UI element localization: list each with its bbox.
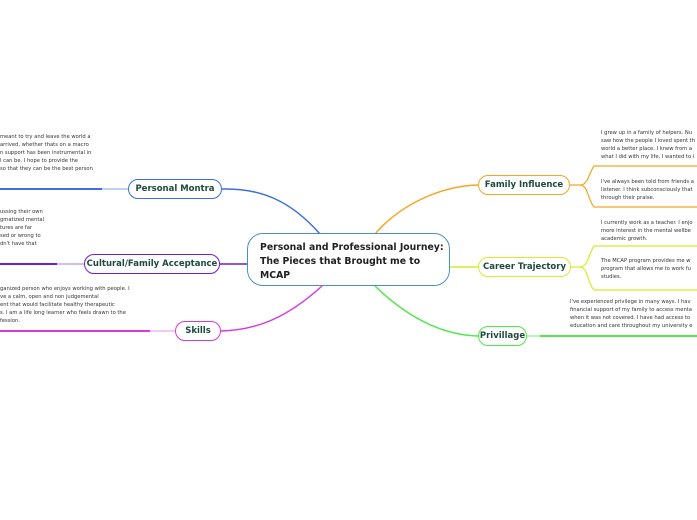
note-line: fession. <box>0 318 20 325</box>
note-cultural-family-acceptance[interactable]: ussing their own gmatized mental tures a… <box>0 208 57 248</box>
note-line: world a better place. I knew from a <box>601 146 692 153</box>
note-line: ve a calm, open and non judgemental <box>0 294 99 301</box>
note-family-influence-1[interactable]: I grew up in a family of helpers. Nu saw… <box>601 129 697 161</box>
branch-skills[interactable]: Skills <box>175 321 221 341</box>
note-line: ussing their own <box>0 209 43 215</box>
central-title-line-2: The Pieces that Brought me to <box>260 256 421 267</box>
connector-central-privillage <box>374 285 479 337</box>
note-line: s. I am a life long learner who feels dr… <box>0 310 126 317</box>
branch-label: Cultural/Family Acceptance <box>86 259 218 269</box>
branch-cultural-family-acceptance[interactable]: Cultural/Family Acceptance <box>84 254 220 274</box>
connector-career-notes <box>571 245 697 291</box>
note-line: I grew up in a family of helpers. Nu <box>601 130 693 136</box>
note-line: arrived, whether thats on a macro <box>0 142 89 149</box>
central-topic[interactable]: Personal and Professional Journey: The P… <box>247 233 450 286</box>
connector-family-influence-notes <box>570 165 697 208</box>
note-line: through their praise. <box>601 195 655 202</box>
note-privillage[interactable]: I've experienced privilege in many ways.… <box>570 298 697 330</box>
branch-label: Privillage <box>479 331 526 341</box>
note-line: l can be. I hope to provide the <box>0 158 79 165</box>
note-line: dn't have that <box>0 241 37 248</box>
note-skills[interactable]: ganized person who enjoys working with p… <box>0 285 150 325</box>
branch-label: Personal Montra <box>135 184 215 194</box>
note-line: education and care throughout my univers… <box>570 323 693 330</box>
note-personal-montra[interactable]: meant to try and leave the world a arriv… <box>0 133 102 173</box>
note-line: I've always been told from friends a <box>601 179 694 185</box>
branch-privillage[interactable]: Privillage <box>478 326 527 346</box>
note-line: sed or wrong to <box>0 233 41 240</box>
connector-central-family-influence <box>374 184 479 235</box>
note-family-influence-2[interactable]: I've always been told from friends a lis… <box>601 178 697 202</box>
branch-career-trajectory[interactable]: Career Trajectory <box>478 257 571 277</box>
central-title-line-3: MCAP <box>260 270 291 281</box>
note-line: I currently work as a teacher. I enjo <box>601 220 693 226</box>
note-line: gmatized mental <box>0 217 45 224</box>
note-line: ent that would facilitate healthy therap… <box>0 302 115 309</box>
central-title-line-1: Personal and Professional Journey: <box>260 242 444 253</box>
branch-label: Skills <box>185 326 211 336</box>
note-line: program that allows me to work fu <box>601 266 691 273</box>
note-line: financial support of my family to access… <box>570 307 692 314</box>
note-line: academic growth. <box>601 236 648 243</box>
note-line: ganized person who enjoys working with p… <box>0 286 130 292</box>
branch-label: Career Trajectory <box>483 262 566 272</box>
connector-central-skills <box>220 285 323 332</box>
note-line: when it was not covered. I have had acce… <box>570 315 691 322</box>
note-line: I've experienced privilege in many ways.… <box>570 299 691 305</box>
note-line: more interest in the mental wellbe <box>601 228 691 235</box>
note-line: so that they can be the best person <box>0 166 93 173</box>
note-line: n support has been instrumental in <box>0 150 92 157</box>
note-line: meant to try and leave the world a <box>0 134 91 140</box>
note-line: studies. <box>601 274 622 281</box>
branch-family-influence[interactable]: Family Influence <box>478 175 570 195</box>
note-line: what I did with my life, I wanted to l <box>601 154 695 161</box>
note-career-trajectory-1[interactable]: I currently work as a teacher. I enjo mo… <box>601 219 697 243</box>
note-career-trajectory-2[interactable]: The MCAP program provides me w program t… <box>601 257 697 281</box>
note-line: The MCAP program provides me w <box>601 258 691 264</box>
branch-personal-montra[interactable]: Personal Montra <box>128 179 222 199</box>
note-line: saw how the people I loved spent th <box>601 138 695 145</box>
branch-label: Family Influence <box>484 180 564 190</box>
note-line: listener. I think subconsciously that <box>601 187 693 194</box>
note-line: tures are far <box>0 225 33 232</box>
connector-central-personal-montra <box>221 188 321 235</box>
